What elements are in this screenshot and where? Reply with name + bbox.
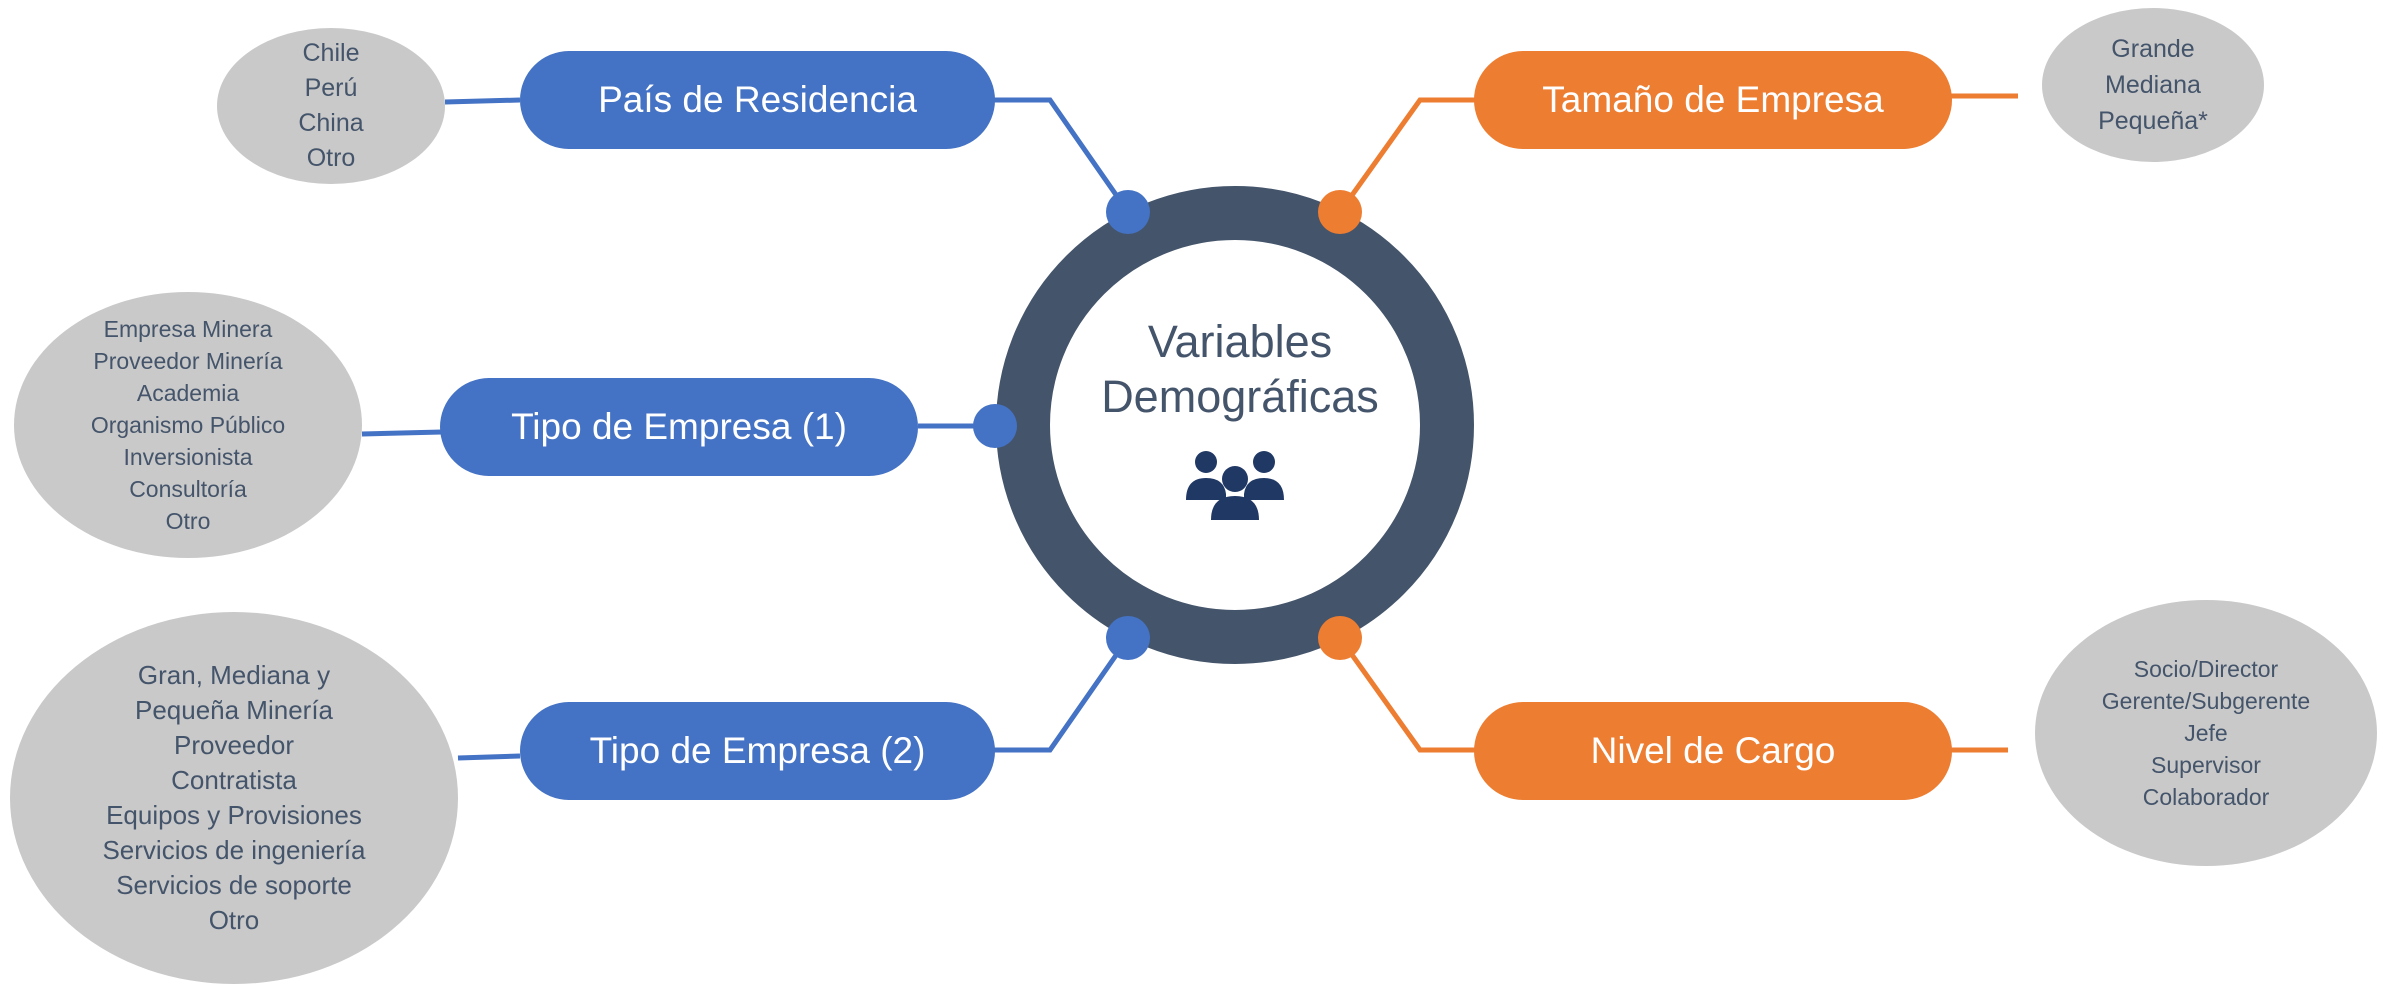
people-group-icon xyxy=(1186,451,1284,520)
connector-tipo2-ring xyxy=(990,636,1131,753)
list-item: Servicios de soporte xyxy=(116,870,352,900)
connector-pais-ring xyxy=(990,97,1131,214)
node-tipo2-label: Tipo de Empresa (2) xyxy=(589,730,926,771)
node-tipo1-label: Tipo de Empresa (1) xyxy=(511,406,847,447)
bubble-tipo1-options: Empresa Minera Proveedor Minería Academi… xyxy=(14,292,362,558)
bubble-nivel-options: Socio/Director Gerente/Subgerente Jefe S… xyxy=(2035,600,2377,866)
list-item: Inversionista xyxy=(123,444,253,470)
list-item: Gran, Mediana y xyxy=(137,660,331,690)
list-item: China xyxy=(298,109,364,137)
list-item: Academia xyxy=(136,380,240,406)
dot-pais xyxy=(1106,190,1150,234)
node-pais-label: País de Residencia xyxy=(598,79,917,120)
list-item: Chile xyxy=(302,39,360,67)
connector-tipo2-bubble xyxy=(457,753,521,761)
list-item: Organismo Público xyxy=(90,412,286,438)
dot-nivel xyxy=(1318,616,1362,660)
list-item: Otro xyxy=(165,508,211,534)
node-tamano-label: Tamaño de Empresa xyxy=(1542,79,1884,120)
list-item: Pequeña Minería xyxy=(134,695,334,725)
list-item: Jefe xyxy=(2184,720,2228,746)
connector-nivel-ring xyxy=(1337,636,1476,753)
list-item: Consultoría xyxy=(129,476,247,502)
list-item: Empresa Minera xyxy=(103,316,273,342)
list-item: Equipos y Provisiones xyxy=(106,800,362,830)
list-item: Pequeña* xyxy=(2098,107,2208,135)
node-pais-residencia: País de Residencia xyxy=(520,51,995,149)
node-nivel-cargo: Nivel de Cargo xyxy=(1474,702,1952,800)
center-ring xyxy=(996,186,1474,664)
dot-tamano xyxy=(1318,190,1362,234)
list-item: Perú xyxy=(304,74,358,102)
node-tipo-empresa-2: Tipo de Empresa (2) xyxy=(520,702,995,800)
list-item: Servicios de ingeniería xyxy=(102,835,366,865)
node-tamano-empresa: Tamaño de Empresa xyxy=(1474,51,1952,149)
bubble-tipo2-options: Gran, Mediana y Pequeña Minería Proveedo… xyxy=(10,612,458,984)
connector-pais-bubble xyxy=(444,97,521,105)
connector-tamano-ring xyxy=(1337,97,1476,214)
list-item: Otro xyxy=(208,905,260,935)
list-item: Socio/Director xyxy=(2133,656,2279,682)
node-tipo-empresa-1: Tipo de Empresa (1) xyxy=(440,378,918,476)
list-item: Proveedor Minería xyxy=(93,348,283,374)
list-item: Colaborador xyxy=(2142,784,2270,810)
list-item: Gerente/Subgerente xyxy=(2101,688,2311,714)
dot-tipo2 xyxy=(1106,616,1150,660)
list-item: Otro xyxy=(306,144,356,172)
center-title: Variables Demográficas xyxy=(1030,314,1450,424)
list-item: Proveedor xyxy=(174,730,294,760)
center-title-line1: Variables xyxy=(1147,316,1333,367)
center-title-line2: Demográficas xyxy=(1101,371,1379,422)
bubble-pais-options: Chile Perú China Otro xyxy=(217,28,445,184)
node-nivel-label: Nivel de Cargo xyxy=(1590,730,1836,771)
list-item: Mediana xyxy=(2105,71,2201,99)
dot-tipo1 xyxy=(973,404,1017,448)
list-item: Supervisor xyxy=(2151,752,2261,778)
connector-tipo1-bubble xyxy=(361,429,443,437)
list-item: Grande xyxy=(2111,35,2195,63)
list-item: Contratista xyxy=(171,765,297,795)
bubble-tamano-options: Grande Mediana Pequeña* xyxy=(2042,8,2264,162)
